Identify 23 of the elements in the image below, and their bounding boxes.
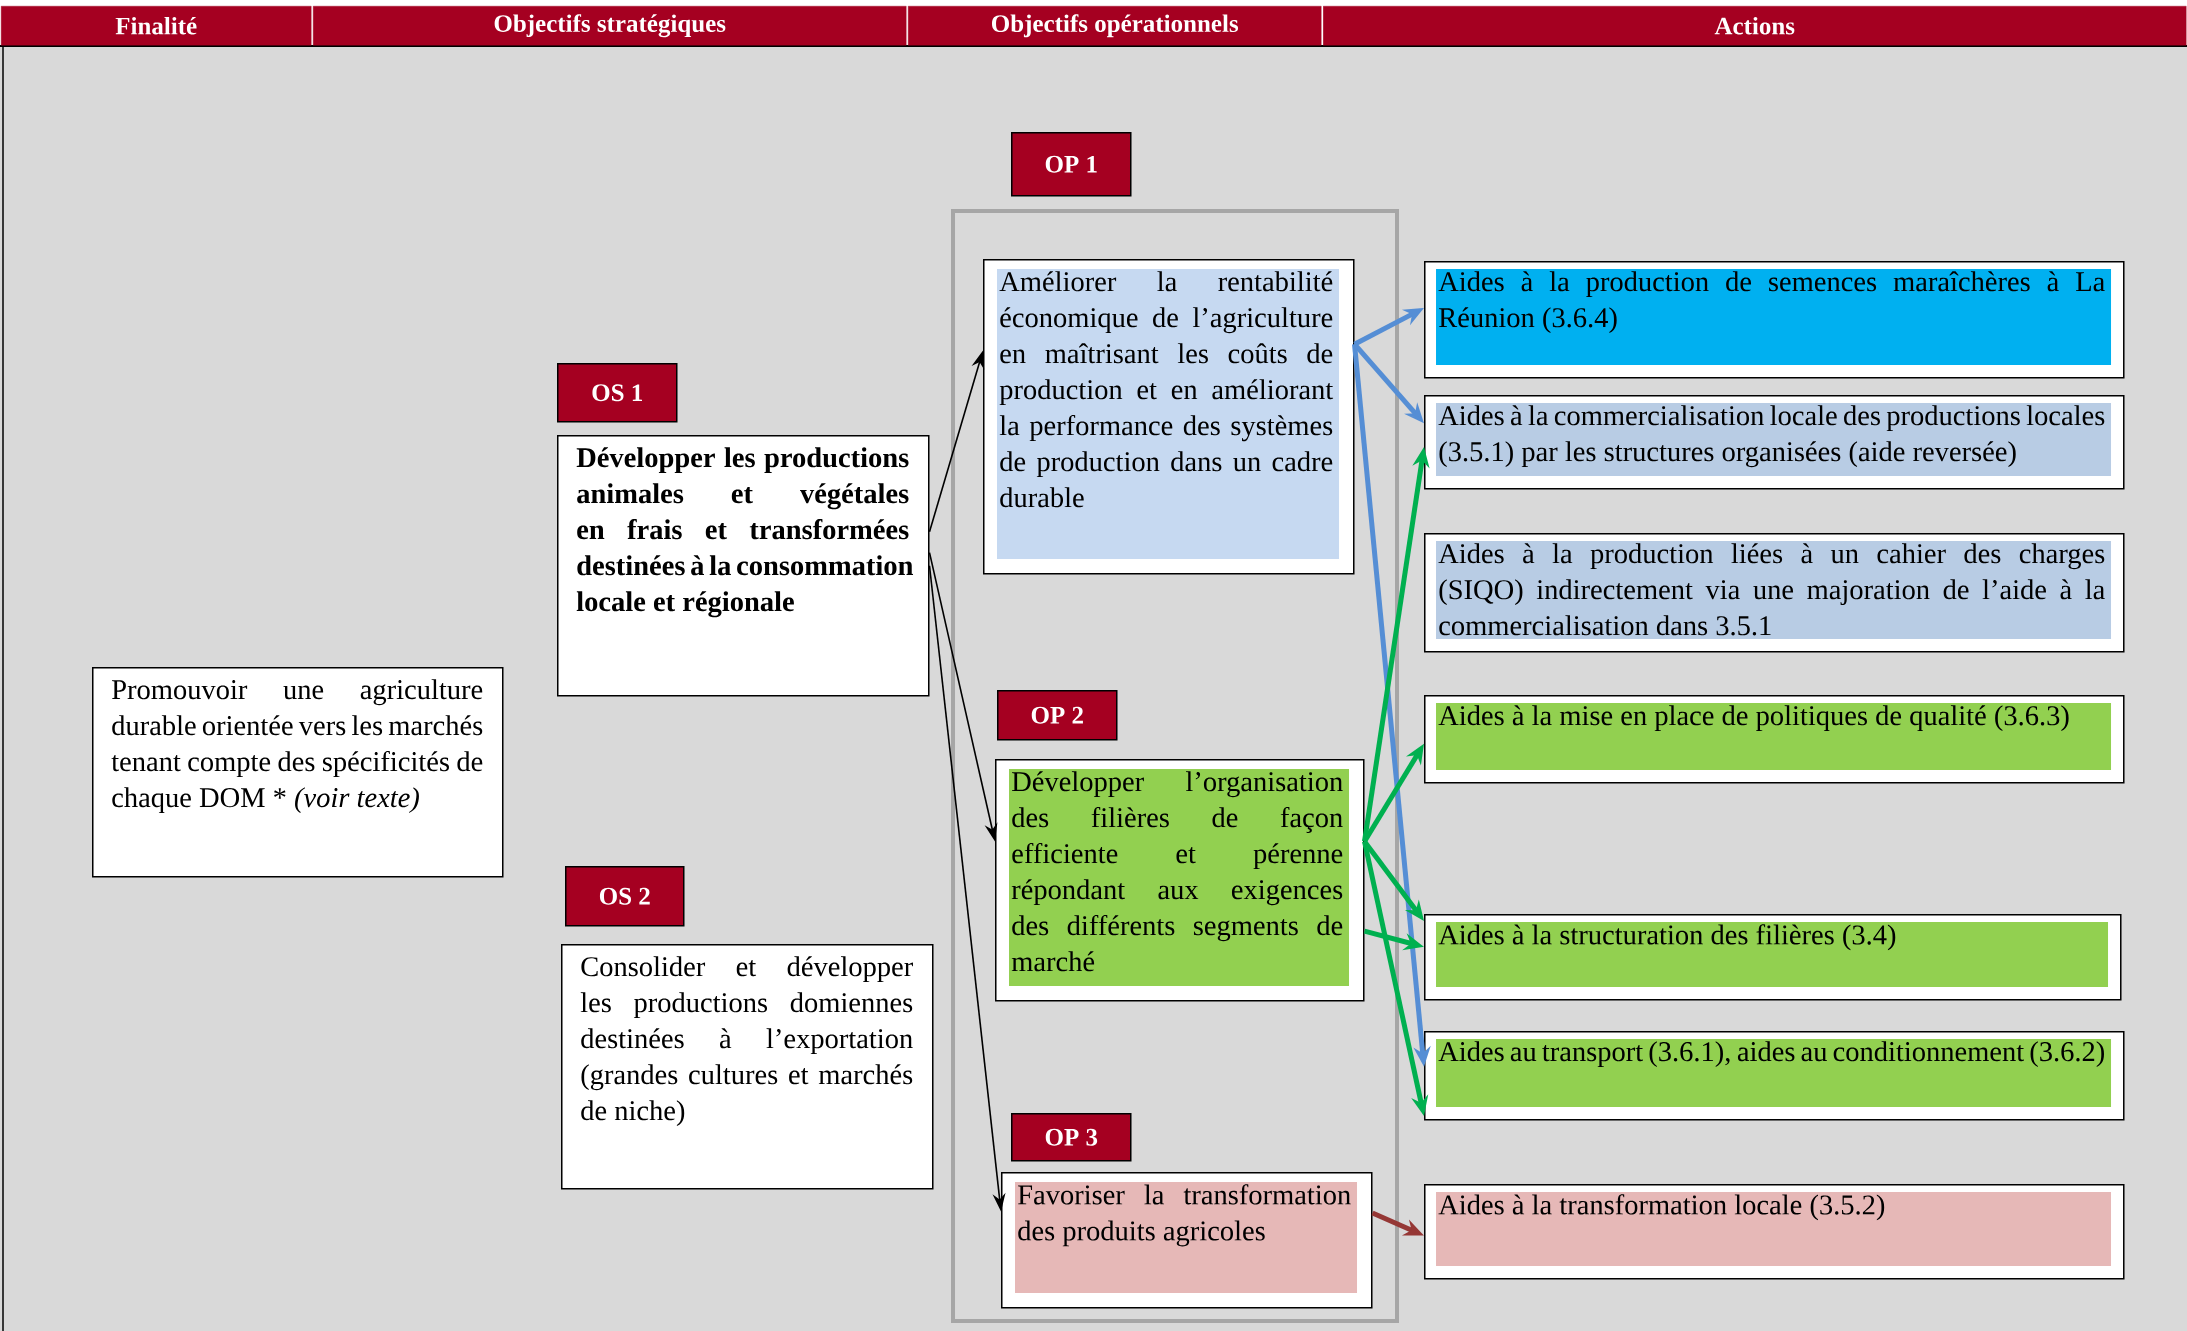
action-box: Aides au transport (3.6.1), aides au conditionnement (3.6.2) bbox=[1424, 1031, 2125, 1121]
objective-box: Développer les productions animales et végétales en frais et transformées destinées à la consommation locale et régionale bbox=[557, 435, 930, 697]
node-label: Actions bbox=[1714, 16, 1795, 35]
action-box: Aides à la transformation locale (3.5.2) bbox=[1424, 1184, 2125, 1280]
column-header: Objectifs opérationnels bbox=[908, 6, 1322, 46]
objective-box: Consolider et développer les productions domiennes destinées à l’exportation (grandes cultures et marchés de niche) bbox=[561, 944, 934, 1190]
objective-box: Favoriser la transformation des produits agricoles bbox=[1001, 1172, 1373, 1309]
tag-label: OS 1 bbox=[557, 363, 678, 423]
tag-label: OS 2 bbox=[565, 866, 685, 927]
tag-label: OP 2 bbox=[997, 690, 1118, 741]
objective-box: Promouvoir une agriculture durable orientée vers les marchés tenant compte des spécificités de chaque DOM *(voir texte) bbox=[92, 667, 504, 878]
column-header: Objectifs stratégiques bbox=[313, 6, 907, 46]
column-header: Finalité bbox=[1, 6, 312, 46]
group-frame bbox=[951, 209, 1399, 1323]
action-box: Aides à la mise en place de politiques de qualité (3.6.3) bbox=[1424, 695, 2125, 784]
tag-label: OP 3 bbox=[1011, 1113, 1132, 1162]
action-box: Aides à la structuration des filières (3.4) bbox=[1424, 914, 2122, 1001]
objective-box: Développer l’organisation des filières de façon efficiente et pérenne répondant aux exigences des différents segments de marché bbox=[995, 759, 1365, 1002]
action-box: Aides à la production de semences maraîchères à La Réunion (3.6.4) bbox=[1424, 261, 2125, 379]
action-box: Aides à la commercialisation locale des productions locales (3.5.1) par les structures organisées (aide reversée) bbox=[1424, 395, 2125, 490]
tag-label: OP 1 bbox=[1011, 132, 1132, 197]
objective-box: Améliorer la rentabilité économique de l’agriculture en maîtrisant les coûts de production et en améliorant la performance des systèmes de production dans un cadre durable bbox=[983, 259, 1355, 575]
action-box: Aides à la production liées à un cahier des charges (SIQO) indirectement via une majoration de l’aide à la commercialisation dans 3.5.1 bbox=[1424, 533, 2125, 653]
